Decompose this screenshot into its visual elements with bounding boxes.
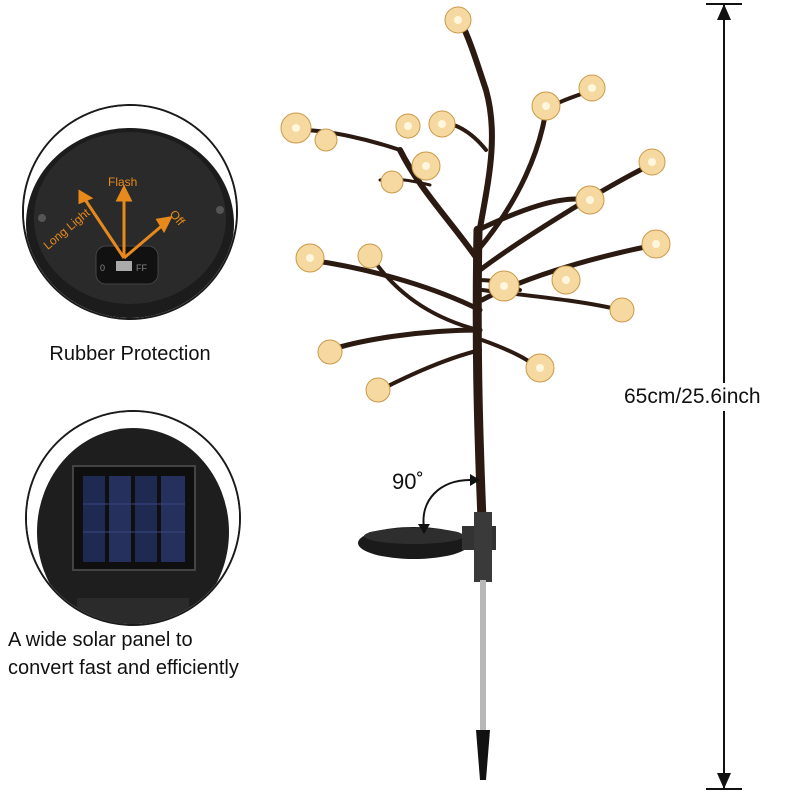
blossom-centers	[292, 16, 660, 372]
height-label: 65cm/25.6inch	[622, 383, 763, 411]
solar-head	[358, 526, 496, 559]
switch-label-right: FF	[136, 263, 147, 273]
solar-panel-illustration	[27, 412, 239, 624]
mode-arrows	[78, 184, 173, 260]
ground-stake	[474, 512, 492, 780]
blossoms	[280, 6, 671, 403]
rotation-angle-label: 90˚	[392, 469, 424, 494]
switch-detail-illustration: Long Light Flash Off 0 FF	[24, 106, 236, 318]
solar-cells	[83, 476, 185, 562]
rubber-protection-caption: Rubber Protection	[49, 343, 211, 365]
solar-panel-caption: A wide solar panel to convert fast and e…	[8, 626, 278, 682]
solar-caption-line2: convert fast and efficiently	[8, 657, 239, 679]
solar-caption-line1: A wide solar panel to	[8, 629, 193, 651]
switch-label-left: 0	[100, 263, 105, 273]
rotation-arc	[422, 479, 471, 529]
solar-panel-circle	[25, 410, 241, 626]
flash-label: Flash	[108, 175, 137, 189]
tree-branches	[298, 17, 658, 525]
switch-detail-circle: Long Light Flash Off 0 FF	[22, 104, 238, 320]
